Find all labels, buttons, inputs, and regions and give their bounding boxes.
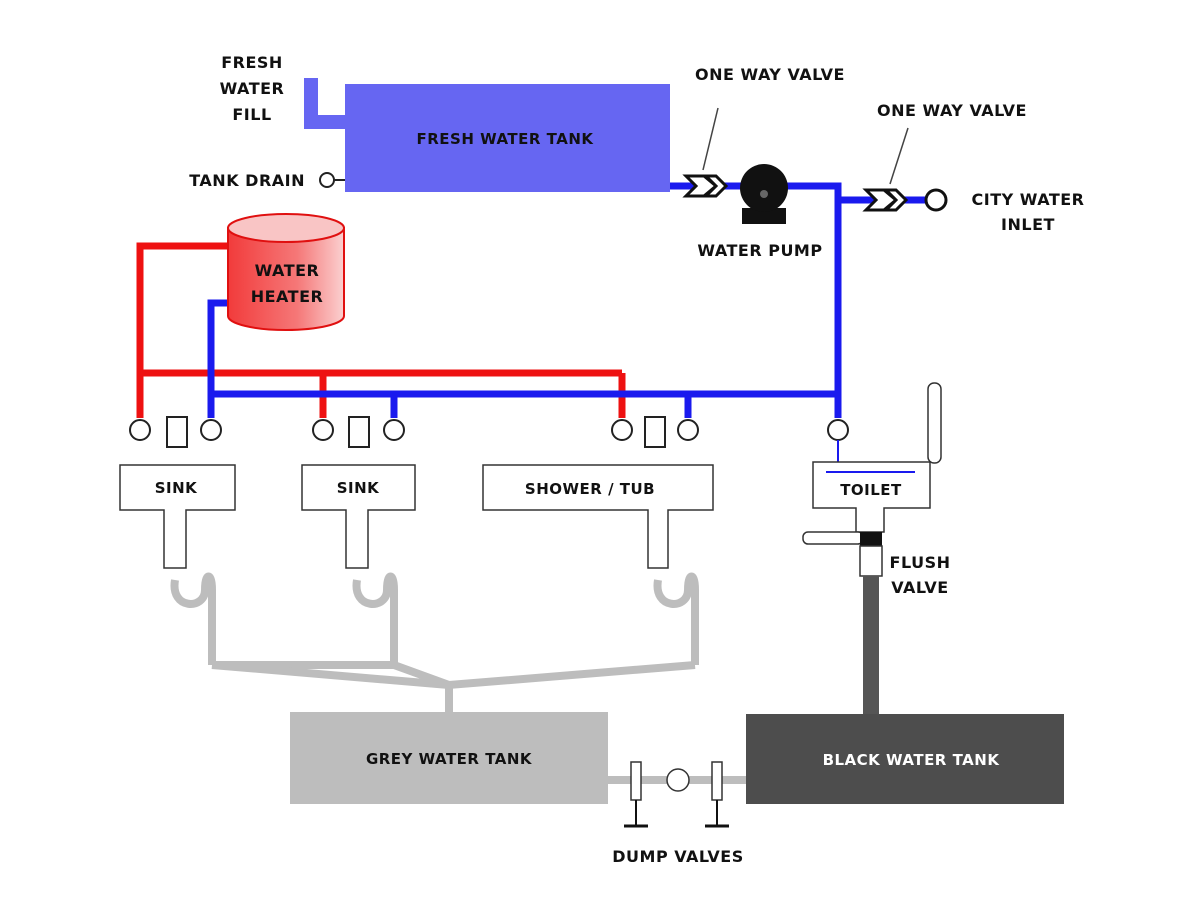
svg-text:WATER: WATER	[220, 79, 285, 98]
hot-tap	[611, 419, 633, 441]
svg-text:ONE WAY VALVE: ONE WAY VALVE	[877, 101, 1027, 120]
flush-pedal	[802, 531, 864, 545]
svg-text:VALVE: VALVE	[891, 578, 948, 597]
svg-text:TANK DRAIN: TANK DRAIN	[189, 171, 305, 190]
tank-drain: TANK DRAIN	[189, 171, 345, 190]
sink-2: SINK	[301, 464, 416, 569]
svg-text:GREY WATER TANK: GREY WATER TANK	[366, 750, 533, 768]
fresh-water-tank: FRESH WATER TANK	[345, 84, 670, 192]
spout	[644, 416, 666, 448]
toilet: TOILET	[812, 382, 942, 533]
city-water-inlet: CITY WATER INLET	[924, 188, 1085, 234]
svg-text:FRESH WATER TANK: FRESH WATER TANK	[416, 130, 594, 148]
one-way-valve-2: ONE WAY VALVE	[862, 101, 1027, 212]
black-water-tank: BLACK WATER TANK	[746, 714, 1064, 804]
svg-text:FRESH: FRESH	[221, 53, 283, 72]
hot-tap	[129, 419, 151, 441]
one-way-valve-1: ONE WAY VALVE	[682, 65, 845, 198]
svg-text:SINK: SINK	[155, 479, 198, 497]
shower-tub: SHOWER / TUB	[482, 464, 714, 569]
fresh-water-fill-label: FRESH WATER FILL	[220, 53, 285, 124]
svg-text:FILL: FILL	[232, 105, 271, 124]
hot-water-lines	[136, 242, 626, 418]
grey-water-tank: GREY WATER TANK	[290, 712, 608, 804]
svg-text:DUMP VALVES: DUMP VALVES	[612, 847, 744, 866]
dump-valves: DUMP VALVES	[612, 761, 744, 866]
dump-valve-grey	[624, 761, 648, 828]
sink-1-faucet	[129, 416, 222, 448]
sink-2-faucet	[312, 416, 405, 448]
svg-text:INLET: INLET	[1001, 215, 1055, 234]
dump-outlet	[666, 768, 690, 792]
dump-valve-black	[705, 761, 729, 828]
svg-text:TOILET: TOILET	[840, 481, 902, 499]
black-water-pipe	[863, 576, 879, 714]
svg-text:HEATER: HEATER	[251, 287, 324, 306]
svg-text:WATER: WATER	[255, 261, 320, 280]
sink-1: SINK	[119, 464, 236, 569]
svg-text:WATER PUMP: WATER PUMP	[697, 241, 822, 260]
cold-tap	[677, 419, 699, 441]
toilet-tank-lever	[927, 382, 942, 464]
svg-text:ONE WAY VALVE: ONE WAY VALVE	[695, 65, 845, 84]
svg-text:FLUSH: FLUSH	[890, 553, 951, 572]
svg-text:SHOWER / TUB: SHOWER / TUB	[525, 480, 655, 498]
svg-text:CITY WATER: CITY WATER	[972, 190, 1085, 209]
hot-tap	[312, 419, 334, 441]
shower-faucet	[611, 416, 699, 448]
cold-tap	[383, 419, 405, 441]
spout	[348, 416, 370, 448]
flush-valve: FLUSH VALVE	[802, 531, 951, 597]
fresh-water-fill-pipe	[304, 78, 345, 129]
cold-tap	[200, 419, 222, 441]
tank-drain-valve	[319, 172, 335, 188]
toilet-supply-valve	[827, 419, 849, 441]
svg-text:BLACK WATER TANK: BLACK WATER TANK	[823, 751, 1001, 769]
svg-text:SINK: SINK	[337, 479, 380, 497]
water-heater: WATER HEATER	[227, 213, 345, 331]
water-pump: WATER PUMP	[697, 164, 822, 260]
spout	[166, 416, 188, 448]
